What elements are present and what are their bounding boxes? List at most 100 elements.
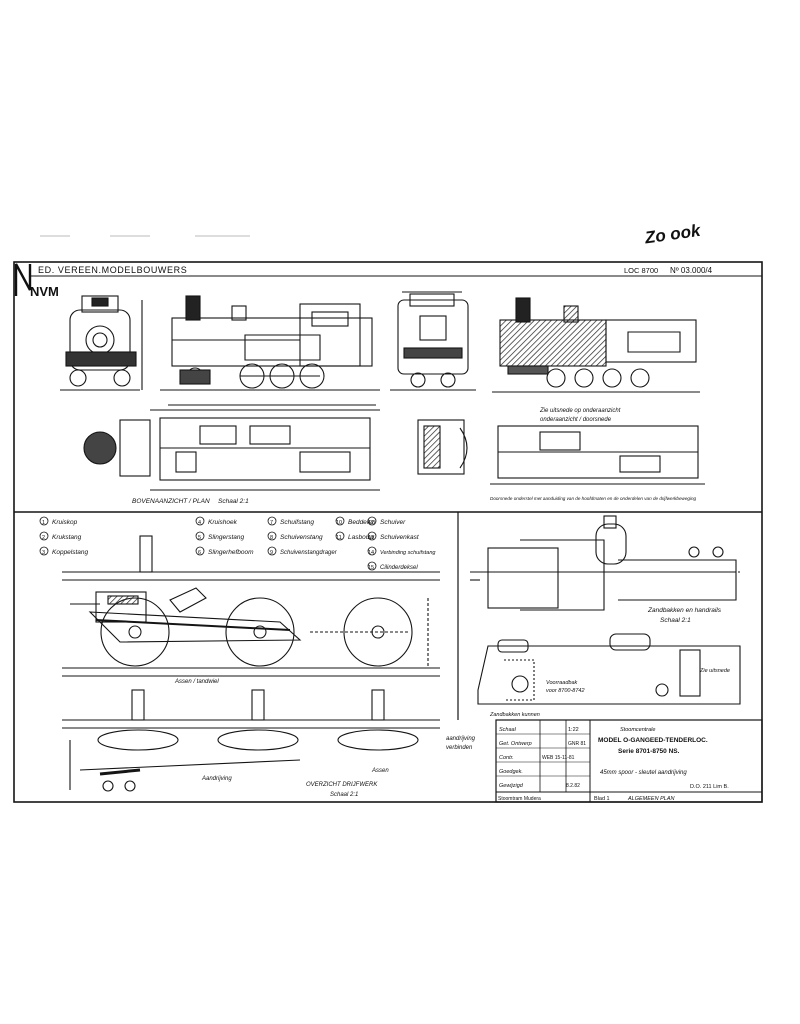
legend-label: Krukstang — [52, 534, 82, 541]
legend-num: 14 — [368, 550, 374, 556]
sandbox-caption: Zandbakken en handrails — [647, 607, 722, 614]
coupler-detail — [417, 419, 468, 475]
rear-elevation — [390, 291, 476, 391]
tb-label: Schaal — [499, 727, 517, 733]
legend-label: Verbinding schuifstang — [380, 550, 436, 556]
legend-num: 3 — [42, 550, 45, 556]
tank-drawing — [477, 633, 741, 705]
tb-code: D.O. 211 Lim B. — [690, 784, 729, 790]
legend-label: Slingerhefboom — [208, 549, 254, 556]
legend-item: 5 Slingerstang — [195, 531, 245, 541]
plan-scale: Schaal 2:1 — [218, 498, 249, 505]
legend: 1 Kruiskop 2 Krukstang 3 Koppelstang 4 K… — [39, 516, 436, 571]
frame-label-2: Assen — [371, 768, 389, 774]
sandbox-scale: Schaal 2:1 — [660, 617, 691, 624]
legend-item: 11 Lasbouw — [335, 531, 375, 541]
tb-value: 8.2.82 — [566, 783, 580, 789]
side-note: Zie uitsnede — [699, 668, 730, 674]
tb-footer-mid: Blad 1 — [594, 796, 610, 802]
frame-section — [62, 689, 440, 792]
nvm-logo: NVM — [14, 263, 59, 299]
tb-label: Contr. — [499, 755, 514, 761]
detail-note-2: onderaanzicht / doorsnede — [540, 417, 612, 423]
tank-label: Voorraadbak — [546, 680, 578, 686]
tb-model: MODEL O-GANGEED-TENDERLOC. — [598, 737, 708, 744]
bottom-note: Doorsnede onderstel met aanduiding van d… — [490, 496, 697, 501]
detail-note-1: Zie uitsnede op onderaanzicht — [539, 408, 621, 414]
legend-item: 14 Verbinding schuifstang — [367, 546, 436, 556]
hatched-elevation — [492, 297, 700, 393]
legend-item: 1 Kruiskop — [39, 516, 78, 526]
front-elevation — [60, 295, 143, 391]
legend-num: 11 — [336, 535, 342, 541]
legend-label: Schuivenstangdrager — [280, 550, 338, 556]
legend-item: 7 Schuifstang — [267, 516, 314, 526]
legend-num: 5 — [198, 535, 201, 541]
motion-drawing — [62, 535, 440, 677]
legend-num: 2 — [42, 535, 45, 541]
legend-label: Kruiskop — [52, 519, 78, 526]
tb-gauge: 45mm spoor - sleutel aandrijving — [600, 770, 687, 776]
legend-num: 13 — [368, 535, 374, 541]
tb-label: Gewijzigd — [499, 783, 524, 789]
legend-label: Schuiver — [380, 519, 406, 526]
tb-footer-right: ALGEMEEN PLAN — [627, 796, 674, 802]
axle-caption: Assen / tandwiel — [174, 679, 219, 685]
legend-item: 3 Koppelstang — [39, 546, 89, 556]
legend-label: Lasbouw — [348, 534, 375, 541]
legend-label: Schuifstang — [280, 519, 314, 526]
legend-num: 9 — [270, 550, 273, 556]
legend-label: Schuivenstang — [280, 534, 323, 541]
aandrijving-note-2: verbinden — [446, 745, 473, 751]
legend-num: 8 — [270, 535, 273, 541]
legend-label: Cilinderdeksel — [380, 565, 418, 571]
frame-label: Aandrijving — [201, 776, 232, 782]
header-ref-right: Nº 03.000/4 — [670, 266, 713, 275]
legend-num: 12 — [368, 520, 374, 526]
title-block: Schaal 1:22 Get. Ontwerp GNR 81 Contr. W… — [495, 719, 763, 803]
tank-sub: voor 8700-8742 — [546, 688, 585, 694]
tb-value: 1:22 — [568, 727, 579, 733]
legend-item: 8 Schuivenstang — [267, 531, 323, 541]
plan-view — [83, 409, 380, 491]
legend-label: Slingerstang — [208, 534, 245, 541]
plan-caption: BOVENAANZICHT / PLAN — [132, 498, 210, 505]
legend-item: 4 Kruishoek — [195, 516, 238, 526]
tb-value: WEB 15-11-81 — [542, 755, 575, 761]
legend-num: 15 — [368, 565, 374, 571]
aandrijving-note: aandrijving — [446, 736, 476, 742]
side-elevation — [160, 295, 380, 406]
underframe-plan — [490, 425, 705, 485]
signature: Zo ook — [643, 221, 703, 248]
tb-label: Get. Ontwerp — [499, 741, 532, 747]
legend-num: 1 — [42, 520, 45, 526]
legend-label: Beddelen — [348, 519, 376, 526]
tb-serie: Serie 8701-8750 NS. — [618, 748, 680, 755]
tb-label: Goedgek. — [499, 769, 523, 775]
legend-item: 9 Schuivenstangdrager — [267, 546, 338, 556]
legend-num: 6 — [198, 550, 201, 556]
legend-item: 6 Slingerhefboom — [195, 546, 254, 556]
tb-value: GNR 81 — [568, 741, 586, 747]
legend-item: 12 Schuiver — [367, 516, 406, 526]
sheet-border — [13, 261, 763, 803]
lower-caption: Zandbakken kunnen — [489, 712, 540, 718]
legend-label: Schuivenkast — [380, 534, 420, 541]
legend-label: Koppelstang — [52, 549, 89, 556]
tb-company: Stoomcentrale — [620, 727, 655, 733]
nvm-logo-text: NVM — [30, 284, 59, 299]
legend-item: 2 Krukstang — [39, 531, 82, 541]
header-ref-left: LOC 8700 — [624, 266, 658, 275]
legend-item: 13 Schuivenkast — [367, 531, 420, 541]
header-title: ED. VEREEN.MODELBOUWERS — [38, 265, 187, 275]
tb-footer-left: Stoomtram Mudera — [498, 796, 541, 802]
sandbox-drawing — [470, 515, 740, 611]
legend-num: 10 — [336, 520, 342, 526]
legend-num: 4 — [198, 520, 201, 526]
motion-scale: Schaal 2:1 — [330, 792, 358, 798]
legend-item: 15 Cilinderdeksel — [367, 561, 418, 571]
legend-num: 7 — [270, 520, 273, 526]
motion-caption: OVERZICHT DRIJFWERK — [306, 782, 378, 788]
legend-label: Kruishoek — [208, 519, 238, 526]
